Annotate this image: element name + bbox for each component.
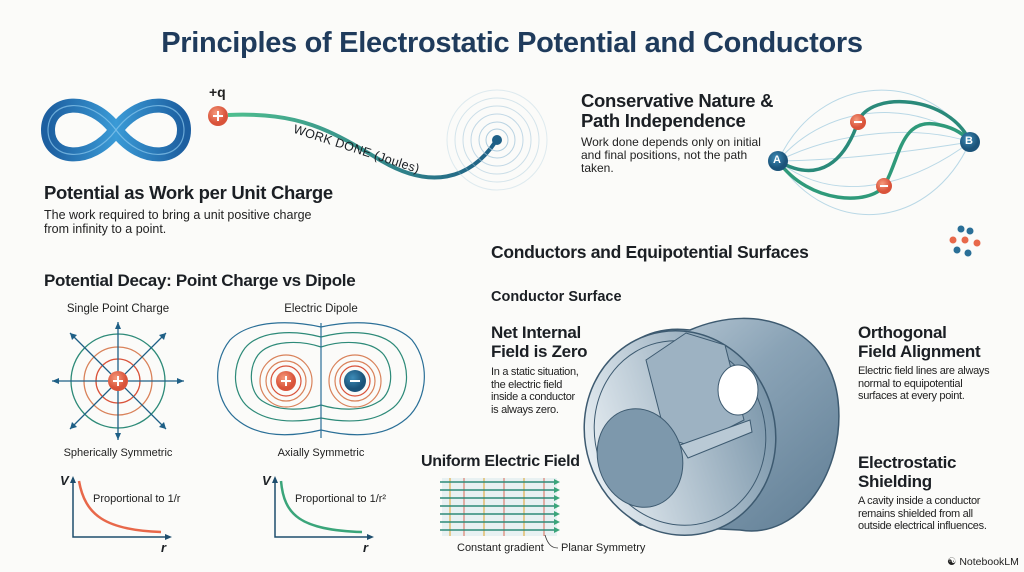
constant-gradient-label: Constant gradient [457,542,544,554]
internal-field-description: In a static situation, the electric fiel… [491,366,579,416]
decay-heading: Potential Decay: Point Charge vs Dipole [44,271,356,290]
notebooklm-logo-icon: ☯ [947,556,957,568]
desc-line: Work done depends only on initial [581,135,761,149]
positive-charge-icon [108,371,128,391]
graph-1-over-r-squared [272,476,374,540]
desc-line: and final positions, not the path [581,148,748,162]
shielding-description: A cavity inside a conductor remains shie… [858,495,987,533]
spherical-symmetry-label: Spherically Symmetric [63,447,173,459]
axial-symmetry-label: Axially Symmetric [277,447,365,459]
work-path [227,112,498,180]
desc-line: taken. [581,161,614,175]
heading-line: Path Independence [581,110,746,131]
conductor-cylinder-illustration [583,317,840,537]
negative-charge-icon [876,178,892,194]
desc-line: normal to equipotential [858,377,963,390]
positive-charge-icon [208,106,228,126]
uniform-field-heading: Uniform Electric Field [421,453,580,470]
work-description: The work required to bring a unit positi… [44,208,312,236]
dipole-label: Electric Dipole [284,303,358,315]
point-b-label: B [965,135,973,147]
conductor-surface-label: Conductor Surface [491,289,622,305]
graph-1-over-r [70,476,172,540]
target-rings-icon [446,89,548,191]
point-b-icon [960,132,980,152]
desc-line: from infinity to a point. [44,222,167,236]
desc-line: inside a conductor [491,391,575,403]
orthogonal-description: Electric field lines are always normal t… [858,365,990,403]
desc-line: outside electrical influences. [858,520,987,532]
heading-line: Orthogonal [858,323,947,342]
graph-y-label: V [60,473,69,488]
charge-cluster-icon [949,225,981,257]
brand-watermark: ☯ NotebookLM [947,556,1019,568]
dipole-diagram [217,322,425,438]
planar-symmetry-label: Planar Symmetry [561,542,646,554]
graph-x-label: r [363,540,369,555]
brand-label: NotebookLM [959,556,1019,568]
equipotential-lines [777,89,971,216]
desc-line: remains shielded from all [858,507,973,520]
heading-line: Net Internal [491,323,581,342]
positive-charge-icon [276,371,296,391]
negative-charge-icon [344,370,366,392]
internal-field-heading: Net Internal Field is Zero [491,323,588,361]
point-a-icon [768,151,788,171]
desc-line: is always zero. [491,403,559,416]
path-2 [776,121,972,200]
charge-label: +q [209,84,226,100]
negative-charge-icon [850,114,866,130]
heading-line: Field Alignment [858,342,981,361]
conservative-description: Work done depends only on initial and fi… [581,136,761,175]
desc-line: In a static situation, [491,366,579,378]
conservative-heading: Conservative Nature & Path Independence [581,91,773,131]
desc-line: the electric field [491,378,563,391]
graph-2-label: Proportional to 1/r² [295,493,387,505]
desc-line: surfaces at every point. [858,390,965,402]
orthogonal-heading: Orthogonal Field Alignment [858,323,981,361]
heading-line: Shielding [858,472,932,491]
desc-line: A cavity inside a conductor [858,495,981,507]
shielding-heading: Electrostatic Shielding [858,453,956,491]
uniform-field-diagram [440,478,560,549]
graph-y-label: V [262,473,271,488]
conductors-heading: Conductors and Equipotential Surfaces [491,242,809,262]
graph-x-label: r [161,540,167,555]
heading-line: Electrostatic [858,453,957,472]
heading-line: Field is Zero [491,342,588,361]
work-heading: Potential as Work per Unit Charge [44,182,333,203]
page-title: Principles of Electrostatic Potential an… [161,27,863,59]
point-a-label: A [773,154,781,166]
desc-line: Electric field lines are always [858,365,990,377]
heading-line: Conservative Nature & [581,90,774,111]
graph-1-label: Proportional to 1/r [93,493,181,505]
desc-line: The work required to bring a unit positi… [44,208,312,222]
point-charge-label: Single Point Charge [66,303,170,315]
